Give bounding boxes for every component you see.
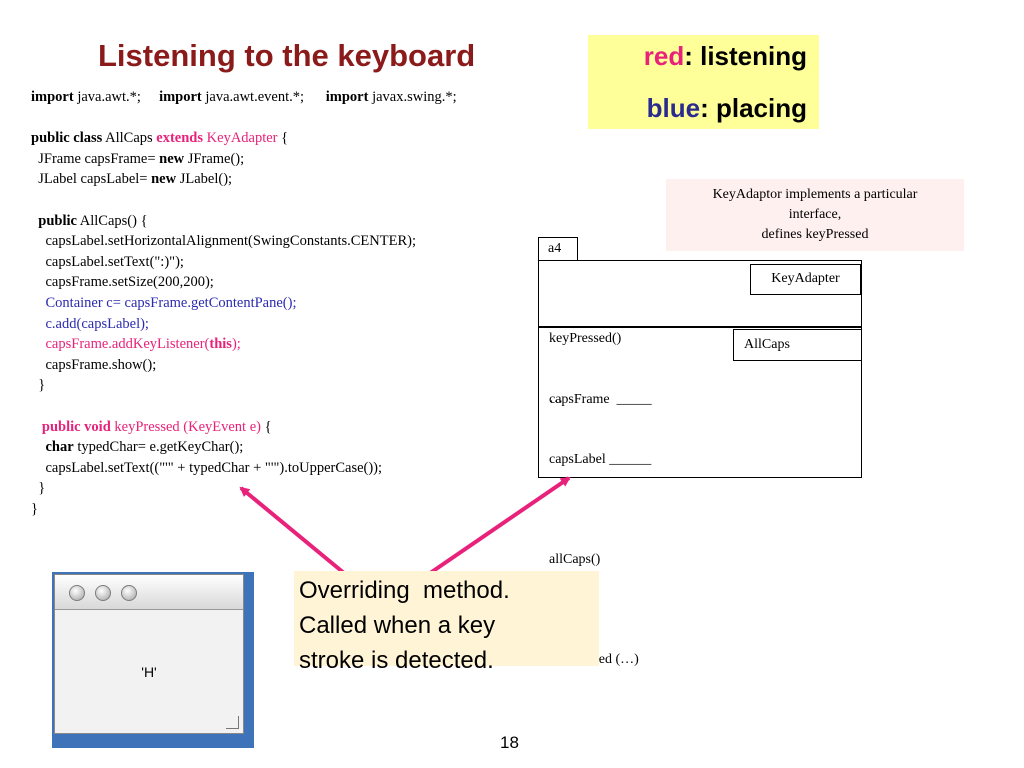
callout-line: Overriding method. <box>299 577 510 604</box>
legend-red-row: red: listening <box>644 41 807 72</box>
code-line-imports: import java.awt.*; import java.awt.event… <box>31 87 457 108</box>
code-text: java.awt.*; <box>73 89 160 105</box>
code-line-blank <box>31 108 457 129</box>
color-legend: red: listening blue: placing <box>588 35 819 129</box>
uml-divider <box>538 326 862 328</box>
legend-blue-row: blue: placing <box>647 93 807 124</box>
code-line-show: capsFrame.show(); <box>31 356 157 373</box>
uml-package-tab: a4 <box>538 237 578 261</box>
allcaps-class-box: AllCaps <box>733 329 862 361</box>
code-text: AllCaps <box>102 130 157 147</box>
app-window-screenshot: 'H' <box>52 572 254 748</box>
code-keyword-listening: this <box>209 336 232 353</box>
code-text-listening: capsFrame.addKeyListener( <box>31 336 210 353</box>
slide-title: Listening to the keyboard <box>98 38 476 73</box>
resize-grip-icon <box>226 716 239 729</box>
minimize-icon <box>95 585 111 601</box>
code-keyword: public <box>38 212 77 229</box>
callout-line: stroke is detected. <box>299 647 494 674</box>
code-line-close: } <box>31 377 46 394</box>
code-text <box>31 439 46 455</box>
note-line: KeyAdaptor implements a particular <box>712 187 918 202</box>
uml-constructor: allCaps() <box>549 552 601 567</box>
uml-field: capsFrame _____ <box>549 392 652 407</box>
code-text <box>31 419 42 435</box>
legend-blue-text: : placing <box>700 93 807 123</box>
code-line-blank <box>31 190 457 211</box>
keyadaptor-note: KeyAdaptor implements a particular inter… <box>666 179 964 251</box>
code-text: { <box>260 418 272 435</box>
code-text: JLabel(); <box>176 171 233 188</box>
uml-method: keyPressed() <box>549 331 622 346</box>
code-text-listening: keyPressed (KeyEvent e) <box>110 418 261 435</box>
code-text-listening: ); <box>231 336 241 353</box>
code-text: JFrame(); <box>184 150 245 167</box>
page-number: 18 <box>500 733 519 752</box>
code-line-align: capsLabel.setHorizontalAlignment(SwingCo… <box>31 233 417 250</box>
code-keyword: import <box>159 89 202 105</box>
code-line-label: JLabel capsLabel= new JLabel(); <box>31 169 457 190</box>
uml-ellipsis: … <box>549 391 563 406</box>
code-text: java.awt.event.*; <box>201 89 326 105</box>
code-line-container: Container c= capsFrame.getContentPane(); <box>31 294 297 311</box>
code-text: AllCaps() { <box>76 212 148 229</box>
code-line-char: char typedChar= e.getKeyChar(); <box>31 437 457 458</box>
code-text: javax.swing.*; <box>368 89 457 105</box>
overriding-callout: Overriding method. Called when a key strok… <box>294 571 599 674</box>
code-keyword-listening: extends <box>156 130 204 147</box>
code-text-listening: KeyAdapter <box>203 130 278 147</box>
legend-red-text: : listening <box>684 41 807 71</box>
zoom-icon <box>121 585 137 601</box>
code-line-settext-upper: capsLabel.setText(("'" + typedChar + "'"… <box>31 459 383 476</box>
uml-diagram-box: keyPressed() … capsFrame _____ capsLabel… <box>538 260 862 667</box>
note-line: defines keyPressed <box>761 227 869 242</box>
code-line-setsize: capsFrame.setSize(200,200); <box>31 274 214 291</box>
code-line-blank <box>31 396 457 417</box>
code-text: JLabel capsLabel= <box>31 171 152 188</box>
code-line-class: public class AllCaps extends KeyAdapter … <box>31 128 457 149</box>
code-text: JFrame capsFrame= <box>31 150 160 167</box>
code-keyword: public class <box>31 130 103 147</box>
code-line-close: } <box>31 500 38 517</box>
code-keyword-listening: public void <box>41 418 111 435</box>
code-keyword: new <box>151 171 177 188</box>
code-line-close: } <box>31 480 46 497</box>
legend-red-word: red <box>643 41 685 71</box>
close-icon <box>69 585 85 601</box>
window-titlebar <box>55 575 243 610</box>
uml-upper-compartment: keyPressed() … <box>549 289 621 449</box>
code-text: typedChar= e.getKeyChar(); <box>73 439 244 456</box>
window-content: 'H' <box>54 574 244 734</box>
code-line-settext: capsLabel.setText(":)"); <box>31 253 184 270</box>
legend-blue-word: blue <box>646 93 701 123</box>
code-line-frame: JFrame capsFrame= new JFrame(); <box>31 149 457 170</box>
code-line-method: public void keyPressed (KeyEvent e) { <box>31 417 457 438</box>
keyadapter-class-box: KeyAdapter <box>750 264 861 295</box>
code-keyword: char <box>45 439 74 456</box>
window-label: 'H' <box>141 664 157 680</box>
code-keyword: import <box>31 89 74 105</box>
callout-line: Called when a key <box>299 612 496 639</box>
code-keyword: import <box>325 89 369 105</box>
code-text: { <box>277 130 289 147</box>
code-line-add: c.add(capsLabel); <box>31 315 149 332</box>
code-listing: import java.awt.*; import java.awt.event… <box>31 87 457 519</box>
note-line: interface, <box>788 207 842 222</box>
code-line-listener: capsFrame.addKeyListener(this); <box>31 334 457 355</box>
code-keyword: new <box>159 150 185 167</box>
uml-field: capsLabel ______ <box>549 452 652 467</box>
code-line-constructor: public AllCaps() { <box>31 211 457 232</box>
